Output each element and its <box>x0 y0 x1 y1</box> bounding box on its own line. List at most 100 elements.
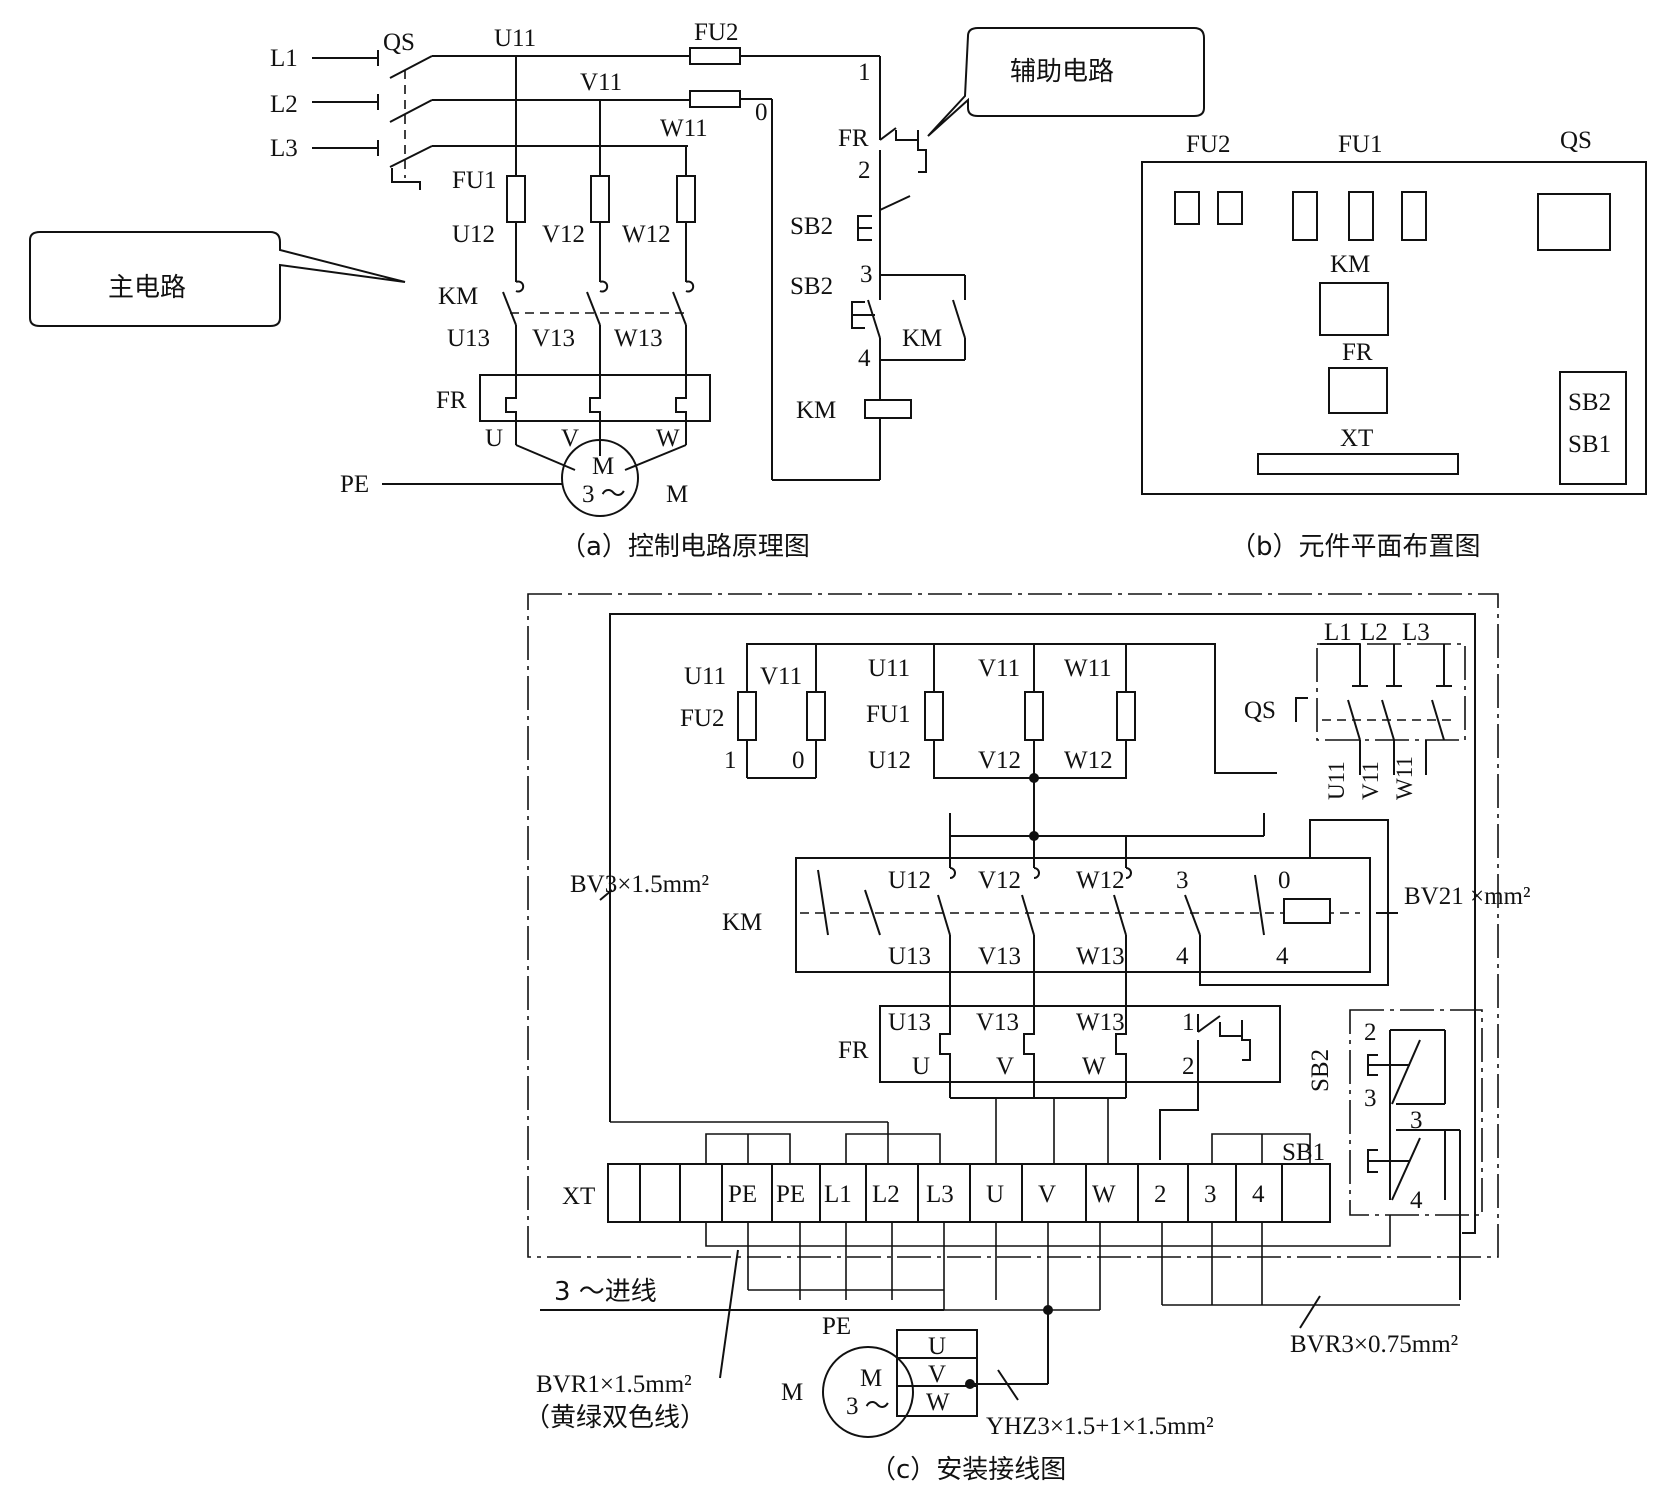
wiring-label-qs-v11: V11 <box>1358 761 1383 800</box>
wiring-label-w12: W12 <box>1064 747 1113 774</box>
km-label-4a: 4 <box>1176 943 1189 970</box>
control-schematic <box>29 27 1205 517</box>
label-sb2-start: SB2 <box>790 273 833 300</box>
label-fu1: FU1 <box>452 167 496 194</box>
label-km: KM <box>438 283 478 310</box>
sb-label-3b: 3 <box>1410 1107 1423 1134</box>
sb-label-4: 4 <box>1410 1187 1423 1214</box>
wiring-label-l2: L2 <box>1360 619 1388 646</box>
fr-label-u: U <box>912 1053 930 1080</box>
xt-terminal-l3: L3 <box>926 1181 954 1208</box>
wiring-diagram <box>527 593 1499 1438</box>
fr-label-v: V <box>996 1053 1014 1080</box>
label-v13: V13 <box>532 325 575 352</box>
label-km-coil: KM <box>796 397 836 424</box>
wiring-label-v11: V11 <box>760 663 802 690</box>
km-label-u13: U13 <box>888 943 931 970</box>
layout-label-sb1: SB1 <box>1568 431 1611 458</box>
label-L1: L1 <box>270 45 298 72</box>
label-fu2: FU2 <box>694 19 738 46</box>
label-node-1: 1 <box>858 59 871 86</box>
label-v12: V12 <box>542 221 585 248</box>
xt-terminal-pe2: PE <box>776 1181 805 1208</box>
layout-label-fu1: FU1 <box>1338 131 1382 158</box>
label-motor-m: M <box>666 481 688 508</box>
xt-terminal-labels: PE PE L1 L2 L3 U V W 2 3 4 <box>728 1181 1265 1208</box>
wiring-label-qs-u11: U11 <box>1324 761 1349 800</box>
layout-label-sb2: SB2 <box>1568 389 1611 416</box>
xt-terminal-l1: L1 <box>824 1181 852 1208</box>
motor-m-label: M <box>592 453 614 480</box>
label-feed-3ph: 3 ～进线 <box>554 1277 657 1307</box>
wire-spec-yhz: YHZ3×1.5+1×1.5mm² <box>986 1413 1214 1440</box>
layout-label-qs: QS <box>1560 127 1592 154</box>
label-u11: U11 <box>494 25 536 52</box>
fr-label-1: 1 <box>1182 1009 1195 1036</box>
layout-label-fu2: FU2 <box>1186 131 1230 158</box>
callout-main-circuit: 主电路 <box>108 273 186 303</box>
wire-spec-bv21: BV21 ×mm² <box>1404 883 1530 910</box>
wire-spec-yellow-green: （黄绿双色线） <box>524 1403 706 1433</box>
xt-terminal-w: W <box>1092 1181 1116 1208</box>
labels: L1 L2 L3 QS U11 V11 W11 FU2 FU1 U12 V12 … <box>108 19 1611 1485</box>
sb-label-3: 3 <box>1364 1085 1377 1112</box>
wiring-label-u12: U12 <box>868 747 911 774</box>
wiring-label-fr: FR <box>838 1037 869 1064</box>
motor-phase-label: 3 ～ <box>582 481 626 508</box>
km-label-w13: W13 <box>1076 943 1125 970</box>
motor-terminal-w: W <box>926 1389 950 1416</box>
fr-label-v13: V13 <box>976 1009 1019 1036</box>
label-qs: QS <box>383 29 415 56</box>
xt-terminal-pe1: PE <box>728 1181 757 1208</box>
km-label-v13: V13 <box>978 943 1021 970</box>
motor-symbol-phase: 3 ～ <box>846 1393 890 1420</box>
wiring-label-sb1: SB1 <box>1282 1139 1325 1166</box>
label-u: U <box>485 425 503 452</box>
wiring-label-l3: L3 <box>1402 619 1430 646</box>
xt-terminal-v: V <box>1038 1181 1056 1208</box>
fr-label-w: W <box>1082 1053 1106 1080</box>
label-v11: V11 <box>580 69 622 96</box>
label-L2: L2 <box>270 91 298 118</box>
wiring-label-qs: QS <box>1244 697 1276 724</box>
wiring-label-fu2: FU2 <box>680 705 724 732</box>
label-pe: PE <box>340 471 369 498</box>
label-w: W <box>656 425 680 452</box>
label-w12: W12 <box>622 221 671 248</box>
label-node-3: 3 <box>860 261 873 288</box>
label-v: V <box>561 425 579 452</box>
wiring-label-u11: U11 <box>684 663 726 690</box>
label-sb2-stop: SB2 <box>790 213 833 240</box>
caption-b: （b）元件平面布置图 <box>1230 532 1481 562</box>
caption-a: （a）控制电路原理图 <box>560 532 810 562</box>
label-fr-ctrl: FR <box>838 125 869 152</box>
wiring-label-qs-w11: W11 <box>1392 756 1417 800</box>
callout-aux-circuit: 辅助电路 <box>1010 57 1114 87</box>
caption-c: （c）安装接线图 <box>870 1455 1066 1485</box>
label-node-4: 4 <box>858 345 871 372</box>
wiring-label-km: KM <box>722 909 762 936</box>
layout-label-xt: XT <box>1340 425 1373 452</box>
label-node-2: 2 <box>858 157 871 184</box>
wire-spec-bv3: BV3×1.5mm² <box>570 871 709 898</box>
xt-terminal-2: 2 <box>1154 1181 1167 1208</box>
wiring-label-u11b: U11 <box>868 655 910 682</box>
wiring-label-fu1: FU1 <box>866 701 910 728</box>
xt-terminal-4: 4 <box>1252 1181 1265 1208</box>
wiring-label-1: 1 <box>724 747 737 774</box>
motor-label-m: M <box>781 1379 803 1406</box>
label-w11: W11 <box>660 115 708 142</box>
label-u12: U12 <box>452 221 495 248</box>
label-km-aux: KM <box>902 325 942 352</box>
motor-terminal-u: U <box>928 1333 946 1360</box>
label-L3: L3 <box>270 135 298 162</box>
wiring-label-w11b: W11 <box>1064 655 1112 682</box>
xt-terminal-block <box>607 1163 1331 1223</box>
wire-spec-bvr1: BVR1×1.5mm² <box>536 1371 692 1398</box>
layout-label-km: KM <box>1330 251 1370 278</box>
fr-label-w13: W13 <box>1076 1009 1125 1036</box>
component-layout <box>1141 161 1647 495</box>
fr-label-2: 2 <box>1182 1053 1195 1080</box>
wiring-label-l1: L1 <box>1324 619 1352 646</box>
